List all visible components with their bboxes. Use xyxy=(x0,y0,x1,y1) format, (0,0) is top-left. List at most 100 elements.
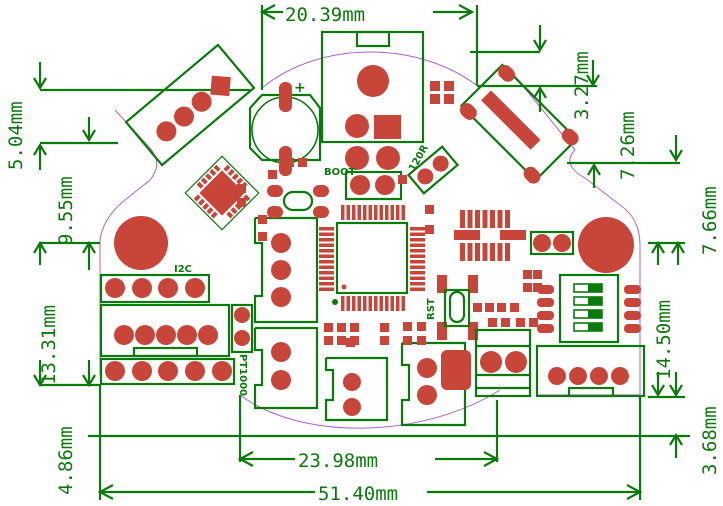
connector-4pin-jst xyxy=(535,344,646,398)
smd-pad xyxy=(444,81,454,91)
smd-component xyxy=(285,158,294,167)
smd-component xyxy=(398,175,407,184)
smd-component xyxy=(417,322,426,331)
smd-component xyxy=(529,318,538,327)
dim-label-left-offset-1: 5.04mm xyxy=(5,101,27,170)
smd-component xyxy=(488,318,497,327)
tqfp-pin xyxy=(319,260,334,264)
tqfp-pin xyxy=(390,205,394,220)
tqfp-pin xyxy=(410,287,425,291)
dim-label-left-offset-2: 9.55mm xyxy=(55,176,77,245)
pad-large xyxy=(376,146,400,170)
soic-pin xyxy=(505,243,510,261)
header-5pin xyxy=(99,357,236,386)
connector-top-right xyxy=(459,63,579,184)
dim-label-bottom-total-width: 51.40mm xyxy=(318,483,398,505)
ic-qfn xyxy=(184,155,260,231)
tqfp-pin xyxy=(346,296,350,311)
smd-component xyxy=(258,215,267,224)
soic-pin xyxy=(490,210,495,228)
tqfp-pin xyxy=(396,205,400,220)
tqfp-pin xyxy=(410,282,425,286)
smd-component xyxy=(324,336,333,345)
tqfp-pin xyxy=(379,296,383,311)
soic-pin xyxy=(497,243,503,261)
header-2pin xyxy=(344,170,403,201)
tqfp-pin xyxy=(319,276,334,280)
tqfp-pin xyxy=(410,271,425,275)
pt1000-label: PT1000 xyxy=(237,354,248,396)
smd-component xyxy=(417,336,426,345)
smd-component xyxy=(510,303,519,312)
rst-label: RST xyxy=(426,298,437,320)
i2c-label: I2C xyxy=(174,264,192,275)
tqfp-pins xyxy=(319,205,425,311)
soic-pin xyxy=(490,243,495,261)
smd-pad xyxy=(430,94,440,104)
tqfp-pin xyxy=(410,249,425,253)
tqfp-pin xyxy=(410,254,425,258)
smd-component xyxy=(258,232,267,241)
tqfp-pin xyxy=(319,271,334,275)
tqfp-pin xyxy=(319,238,334,242)
smd-component xyxy=(237,184,246,193)
tqfp-pin xyxy=(410,260,425,264)
tqfp-pin xyxy=(410,265,425,269)
battery-plus-label: + xyxy=(294,80,306,96)
soic-pin xyxy=(460,210,465,228)
dimension-bottom: 23.98mm 51.40mm xyxy=(88,385,690,505)
dip-switch xyxy=(537,273,641,344)
tqfp-pin xyxy=(401,205,405,220)
dim-label-right-offset-2: 7.26mm xyxy=(617,111,639,180)
tqfp-pin xyxy=(379,205,383,220)
smd-component xyxy=(501,318,510,327)
soic-pin xyxy=(460,243,465,261)
tqfp-pin xyxy=(374,296,378,311)
tqfp-pin xyxy=(319,227,334,231)
smd-component xyxy=(533,270,542,279)
tqfp-pin xyxy=(385,296,389,311)
tqfp-pin xyxy=(374,205,378,220)
connector-5pin-jst xyxy=(99,303,231,358)
smd-component xyxy=(268,170,277,179)
tqfp-pin xyxy=(368,205,372,220)
connector-dc xyxy=(400,341,471,427)
smd-component xyxy=(324,323,333,332)
connector-2pin-b xyxy=(253,326,319,410)
tqfp-pin xyxy=(390,296,394,311)
dimension-left-heights: 9.55mm 13.31mm 4.86mm xyxy=(33,176,100,495)
tqfp-pin xyxy=(341,296,345,311)
tqfp-pin xyxy=(319,282,334,286)
soic-pin xyxy=(475,243,480,261)
reset-button xyxy=(437,275,478,340)
header-i2c xyxy=(99,273,211,304)
tqfp-pin xyxy=(410,238,425,242)
dim-label-left-height-1: 13.31mm xyxy=(38,305,60,385)
smd-component xyxy=(237,198,246,207)
smd-pad xyxy=(430,81,440,91)
header-2pin-right xyxy=(529,230,575,256)
smd-component xyxy=(298,158,307,167)
soic-pin xyxy=(475,210,480,228)
smd-component xyxy=(497,303,506,312)
smd-component xyxy=(350,323,359,332)
connector-top-power xyxy=(320,30,425,144)
tqfp-pin xyxy=(357,296,361,311)
smd-component xyxy=(523,283,532,292)
smd-pad xyxy=(444,94,454,104)
ic-tqfp-mcu xyxy=(332,221,409,305)
tqfp-pin xyxy=(319,254,334,258)
ic-soic xyxy=(454,210,526,261)
tqfp-pin xyxy=(410,227,425,231)
tqfp-pin xyxy=(410,276,425,280)
soic-pin xyxy=(505,210,510,228)
pad-large xyxy=(345,146,369,170)
tqfp-pin xyxy=(319,265,334,269)
smd-component xyxy=(380,336,389,345)
tqfp-pin xyxy=(396,296,400,311)
tqfp-pin xyxy=(368,296,372,311)
smd-component xyxy=(516,318,525,327)
dim-label-right-height-2: 3.68mm xyxy=(699,406,721,475)
smd-component xyxy=(337,336,346,345)
